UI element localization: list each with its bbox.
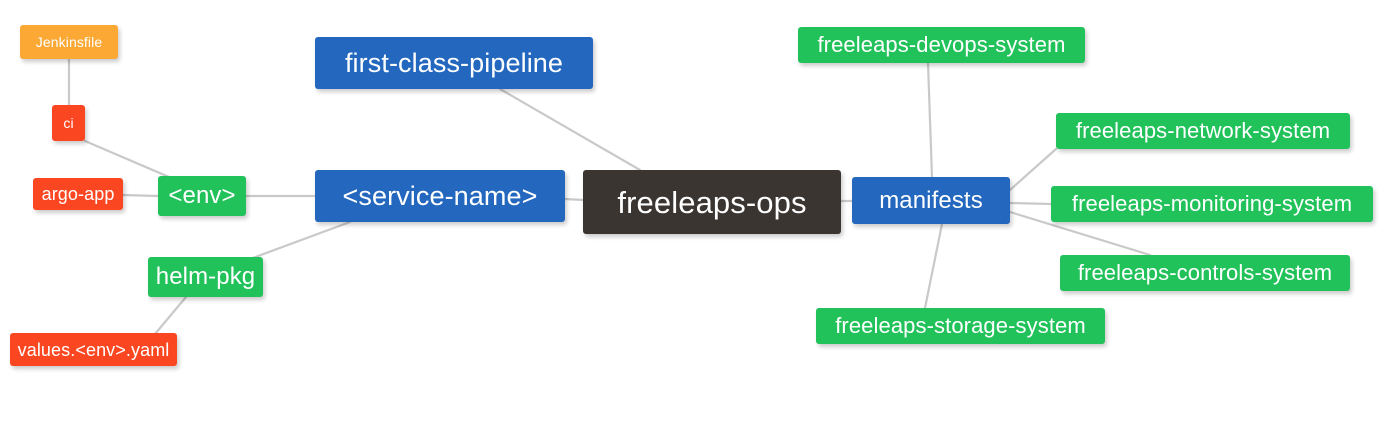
node-manifests[interactable]: manifests <box>852 177 1010 224</box>
node-label: <service-name> <box>342 180 538 211</box>
node-label: helm-pkg <box>155 263 256 290</box>
edge-manifests-devops <box>926 61 934 179</box>
node-values-env-yaml[interactable]: values.<env>.yaml <box>10 333 177 366</box>
node-jenkinsfile[interactable]: Jenkinsfile <box>20 25 118 59</box>
node-label: <env> <box>168 182 236 209</box>
node-label: values.<env>.yaml <box>17 339 170 360</box>
node-env[interactable]: <env> <box>158 176 246 216</box>
node-label: Jenkinsfile <box>35 34 103 50</box>
node-label: freeleaps-ops <box>617 184 807 220</box>
edge-helmpkg-servicename <box>248 220 352 261</box>
node-label: freeleaps-devops-system <box>817 32 1066 57</box>
node-label: manifests <box>879 186 983 214</box>
node-freeleaps-controls-system[interactable]: freeleaps-controls-system <box>1060 255 1350 291</box>
edge-values-helmpkg <box>153 295 188 336</box>
node-freeleaps-ops-root[interactable]: freeleaps-ops <box>583 170 841 234</box>
node-freeleaps-network-system[interactable]: freeleaps-network-system <box>1056 113 1350 149</box>
node-freeleaps-monitoring-system[interactable]: freeleaps-monitoring-system <box>1051 186 1373 222</box>
node-service-name[interactable]: <service-name> <box>315 170 565 222</box>
node-label: freeleaps-storage-system <box>835 313 1086 338</box>
node-argo-app[interactable]: argo-app <box>33 178 123 210</box>
edge-argoapp-env <box>121 193 160 198</box>
node-ci[interactable]: ci <box>52 105 85 141</box>
edge-manifests-network <box>1008 147 1058 192</box>
node-freeleaps-storage-system[interactable]: freeleaps-storage-system <box>816 308 1105 344</box>
node-helm-pkg[interactable]: helm-pkg <box>148 257 263 297</box>
edge-manifests-monitoring <box>1008 201 1053 206</box>
node-label: freeleaps-controls-system <box>1077 260 1333 285</box>
edge-firstclass-root <box>498 87 642 172</box>
edge-ci-env <box>83 139 178 182</box>
node-label: argo-app <box>41 184 115 204</box>
node-label: first-class-pipeline <box>344 47 564 78</box>
node-label: ci <box>63 115 74 131</box>
node-label: freeleaps-network-system <box>1075 118 1331 143</box>
node-first-class-pipeline[interactable]: first-class-pipeline <box>315 37 593 89</box>
node-freeleaps-devops-system[interactable]: freeleaps-devops-system <box>798 27 1085 63</box>
edge-servicename-root <box>563 197 585 202</box>
edge-manifests-storage <box>923 222 944 310</box>
node-label: freeleaps-monitoring-system <box>1071 191 1353 216</box>
